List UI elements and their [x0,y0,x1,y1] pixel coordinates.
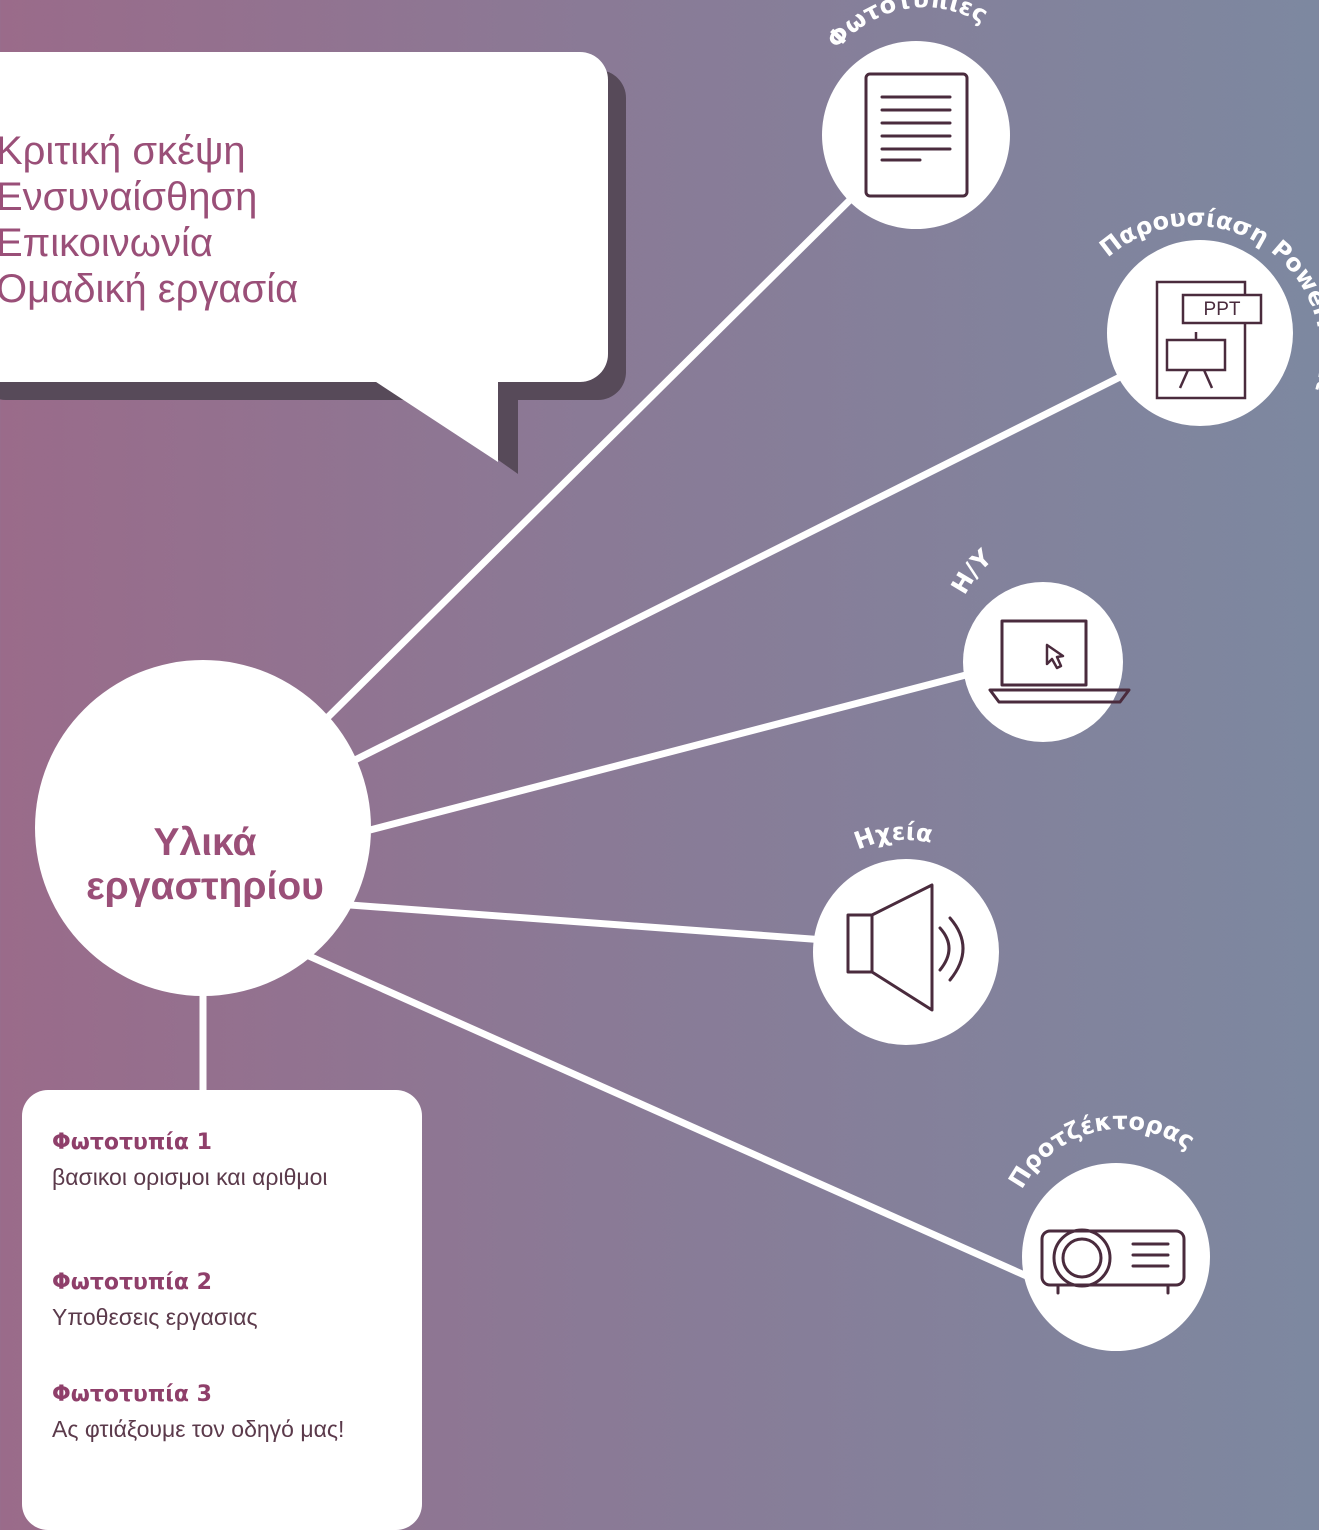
document-icon [864,72,969,198]
projector-icon [1040,1228,1186,1295]
skills-bubble: Κριτική σκέψη Ενσυναίσθηση Επικοινωνία Ο… [0,52,608,382]
connector-pc [369,666,986,834]
handout-title: Φωτοτυπία 1 [52,1130,212,1155]
connector-powerpoint [343,368,1132,769]
center-title-line1: Υλικά [153,821,257,864]
connector-speakers [349,901,826,944]
handout-description: Υποθεσεις εργασιας [52,1304,258,1330]
center-title-line2: εργαστηρίου [86,865,324,908]
handout-title: Φωτοτυπία 3 [52,1382,212,1407]
connector-lines [199,187,1132,1286]
laptop-icon [988,619,1131,704]
center-hub [35,660,371,996]
skill-item: Κριτική σκέψη [0,129,246,173]
handout-description: βασικοι ορισμοι και αριθμοι [52,1164,328,1190]
handout-description: Ας φτιάξουμε τον οδηγό μας! [52,1416,345,1442]
node-label-pc: Η/Υ [946,543,998,599]
handouts-card: Φωτοτυπία 1 βασικοι ορισμοι και αριθμοι … [22,1090,422,1530]
node-speakers-circle [813,859,999,1045]
connector-projector [298,948,1042,1286]
node-powerpoint-circle [1107,240,1293,426]
presentation-icon [1155,280,1263,400]
skills-bubble-tail [370,378,518,474]
node-projector-circle [1022,1163,1210,1351]
center-title: Υλικά εργαστηρίου [40,695,370,1035]
connector-photocopies [322,187,863,723]
speaker-icon [846,883,965,1012]
node-label-speakers: Ηχεία [850,818,934,856]
skill-item: Ενσυναίσθηση [0,175,258,219]
ppt-badge-label: PPT [1204,299,1241,320]
handout-title: Φωτοτυπία 2 [52,1270,212,1295]
node-pc-circle [963,582,1123,742]
skill-item: Ομαδική εργασία [0,267,299,311]
skill-item: Επικοινωνία [0,221,214,265]
